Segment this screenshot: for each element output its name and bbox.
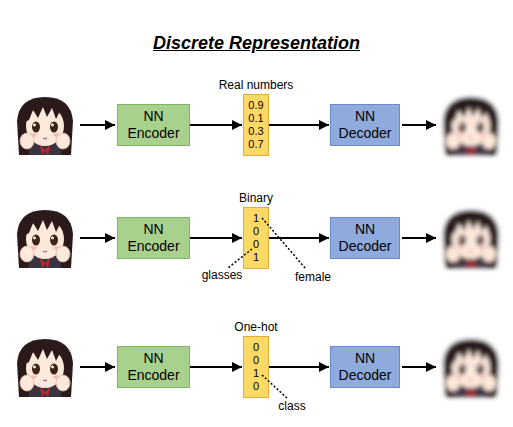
- box-label: NN Encoder: [124, 350, 184, 384]
- vector-heading: One-hot: [234, 320, 277, 334]
- flow-arrow: [80, 366, 115, 368]
- input-image: [12, 95, 78, 155]
- leader-line: [262, 218, 306, 269]
- vector-value: 0: [253, 238, 259, 251]
- vector-value: 0: [253, 341, 259, 354]
- annotation-label: female: [295, 270, 331, 284]
- flow-arrow: [190, 237, 242, 239]
- vector-heading: Binary: [239, 191, 273, 205]
- output-image: [438, 208, 504, 268]
- box-label: NN Decoder: [335, 350, 395, 384]
- annotation-label: class: [278, 399, 305, 413]
- vector-value: 1: [253, 212, 259, 225]
- decoder-box: NN Decoder: [330, 346, 400, 388]
- annotation-label: glasses: [202, 268, 243, 282]
- input-image: [12, 208, 78, 268]
- leader-line: [228, 249, 252, 268]
- decoder-box: NN Decoder: [330, 217, 400, 259]
- encoder-box: NN Encoder: [117, 217, 190, 259]
- decoder-box: NN Decoder: [330, 104, 400, 146]
- flow-arrow: [269, 366, 329, 368]
- flow-arrow: [190, 124, 242, 126]
- vector-value: 0: [253, 380, 259, 393]
- vector-value: 0: [253, 225, 259, 238]
- encoder-box: NN Encoder: [117, 346, 190, 388]
- encoder-box: NN Encoder: [117, 104, 190, 146]
- vector-value: 1: [253, 367, 259, 380]
- leader-line: [262, 375, 288, 399]
- flow-arrow: [402, 237, 436, 239]
- input-image: [12, 337, 78, 397]
- vector-value: 0.1: [248, 112, 263, 125]
- flow-arrow: [402, 366, 436, 368]
- flow-arrow: [402, 124, 436, 126]
- vector-box: Real numbers0.90.10.30.7: [243, 94, 269, 156]
- output-image: [438, 95, 504, 155]
- vector-heading: Real numbers: [219, 78, 294, 92]
- vector-box: One-hot0010: [243, 336, 269, 398]
- vector-value: 0.9: [248, 99, 263, 112]
- flow-arrow: [269, 237, 329, 239]
- vector-value: 1: [253, 251, 259, 264]
- vector-value: 0.7: [248, 138, 263, 151]
- vector-value: 0.3: [248, 125, 263, 138]
- output-image: [438, 337, 504, 397]
- vector-value: 0: [253, 354, 259, 367]
- box-label: NN Decoder: [335, 108, 395, 142]
- flow-arrow: [80, 237, 115, 239]
- box-label: NN Decoder: [335, 221, 395, 255]
- flow-arrow: [80, 124, 115, 126]
- vector-box: Binary1001: [243, 207, 269, 269]
- flow-arrow: [269, 124, 329, 126]
- diagram-title: Discrete Representation: [0, 33, 513, 54]
- box-label: NN Encoder: [124, 108, 184, 142]
- flow-arrow: [190, 366, 242, 368]
- box-label: NN Encoder: [124, 221, 184, 255]
